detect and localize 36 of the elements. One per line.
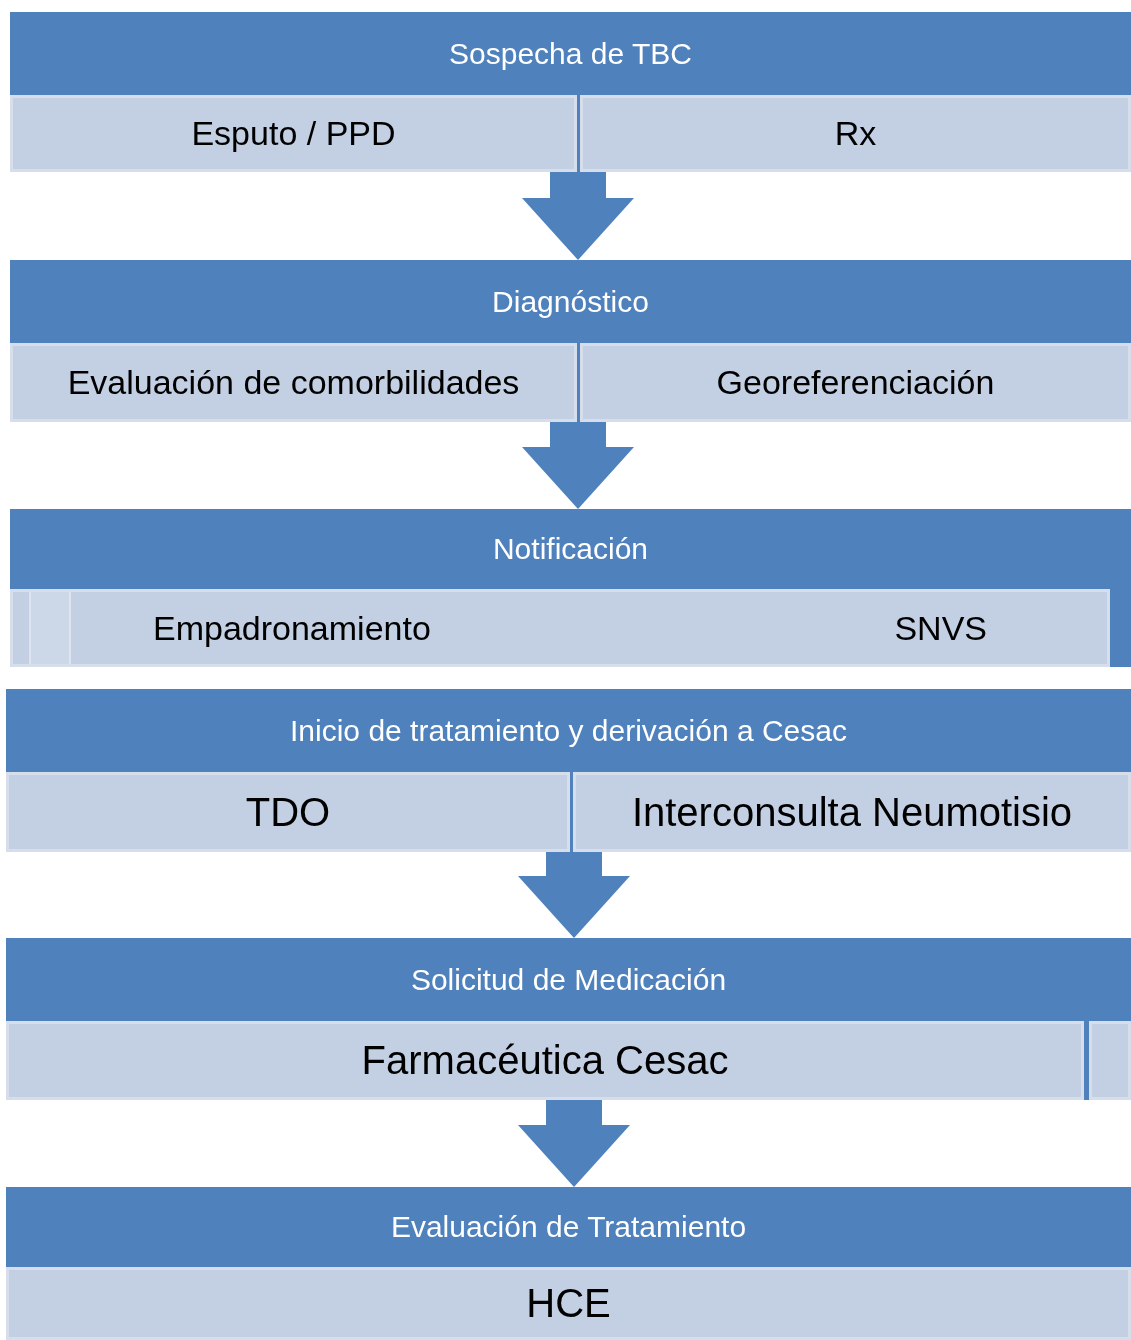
stage-band (10, 509, 1131, 667)
step-label: Empadronamiento (153, 608, 431, 648)
stage-title: Inicio de tratamiento y derivación a Cesac (290, 713, 847, 748)
step-label: Farmacéutica Cesac (361, 1038, 729, 1083)
step-label: Georeferenciación (716, 363, 995, 402)
step-label: Interconsulta Neumotisio (631, 789, 1073, 835)
stage-title: Sospecha de TBC (449, 36, 692, 71)
step-box (6, 772, 570, 852)
step-box (580, 343, 1131, 422)
stage-title: Diagnóstico (492, 284, 649, 319)
step-label: TDO (245, 789, 331, 835)
block-arrow (518, 1100, 630, 1187)
stage-band (6, 1187, 1131, 1340)
step-box (10, 95, 577, 172)
step-box (6, 1267, 1131, 1340)
step-label: HCE (526, 1281, 611, 1326)
stage-title: Notificación (492, 532, 649, 566)
step-box (580, 95, 1131, 172)
step-label: Evaluación de comorbilidades (67, 363, 520, 402)
stage-title: Solicitud de Medicación (410, 962, 727, 997)
step-box (6, 1021, 1084, 1100)
block-arrow (522, 422, 634, 509)
stage-band (10, 12, 1131, 172)
step-box (10, 343, 577, 422)
stage-title: Evaluación de Tratamiento (390, 1210, 747, 1244)
step-box (10, 589, 1110, 667)
stage-band (10, 260, 1131, 422)
step-label: SNVS (894, 608, 987, 648)
step-label: Esputo / PPD (191, 114, 396, 153)
step-box (573, 772, 1131, 852)
step-label: Rx (834, 114, 877, 153)
empty-box (1089, 1021, 1131, 1100)
stage-band (6, 689, 1131, 852)
block-arrow (522, 172, 634, 260)
stage-band (6, 938, 1131, 1100)
block-arrow (518, 852, 630, 938)
